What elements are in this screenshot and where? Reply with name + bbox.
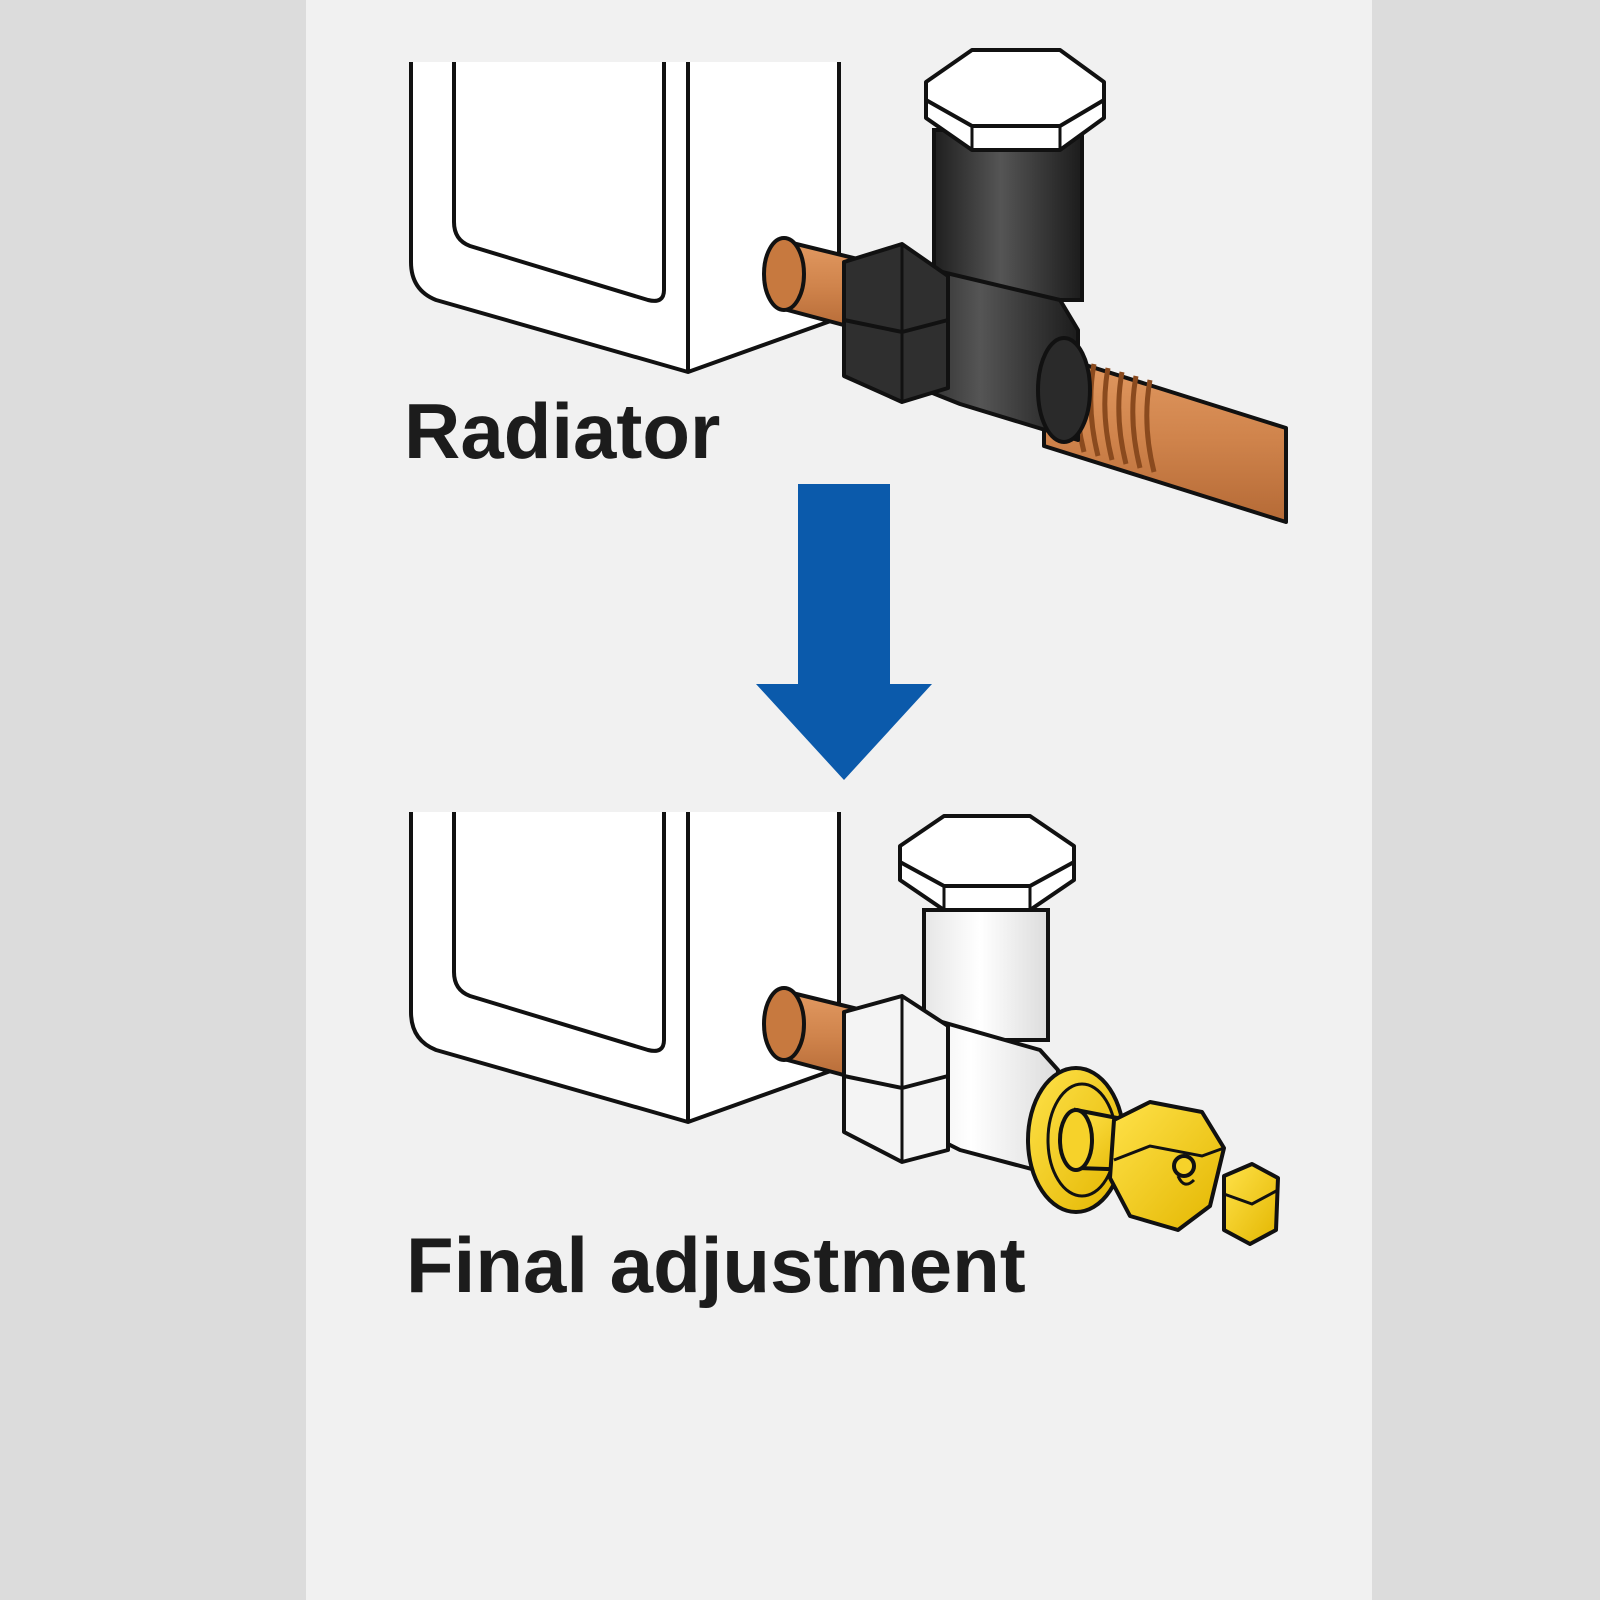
step-label-final-adjustment: Final adjustment <box>406 1221 1026 1309</box>
black-valve-fitting-icon <box>842 48 1106 444</box>
brass-lockshield-icon <box>1026 1066 1280 1246</box>
radiator-bottom-icon <box>409 812 841 1124</box>
copper-pipe-inlet <box>762 236 806 312</box>
top-scene <box>409 48 1288 524</box>
bottom-scene <box>409 812 1280 1246</box>
arrow-down-icon <box>756 484 932 780</box>
radiator-top-icon <box>409 62 841 374</box>
copper-pipe-inlet-bottom <box>762 986 806 1062</box>
step-label-radiator: Radiator <box>404 387 721 475</box>
